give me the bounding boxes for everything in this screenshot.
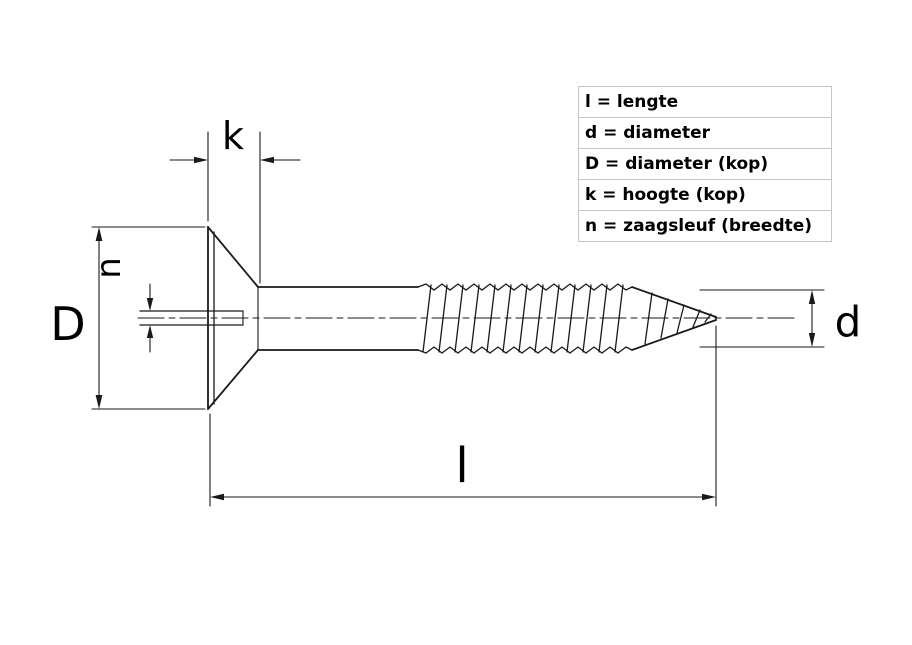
label-D: D xyxy=(50,297,85,351)
label-l: l xyxy=(455,438,468,494)
label-n: n xyxy=(89,257,129,279)
legend-row-diameter-kop: D = diameter (kop) xyxy=(579,149,831,180)
dimension-d: d xyxy=(699,289,862,348)
screw-slot xyxy=(139,310,244,326)
screw-thread xyxy=(417,283,633,354)
screw-head xyxy=(207,226,259,410)
legend-table: l = lengte d = diameter D = diameter (ko… xyxy=(578,86,832,242)
dimension-n: n xyxy=(89,257,154,353)
legend-row-diameter: d = diameter xyxy=(579,118,831,149)
screw-shank xyxy=(257,286,419,351)
screw-tip xyxy=(631,286,717,351)
legend-row-lengte: l = lengte xyxy=(579,87,831,118)
dimension-D: D xyxy=(50,226,206,410)
legend-row-hoogte-kop: k = hoogte (kop) xyxy=(579,180,831,211)
label-d: d xyxy=(835,298,862,347)
label-k: k xyxy=(222,114,244,158)
dimension-l: l xyxy=(209,325,717,507)
dimension-k: k xyxy=(169,114,301,284)
legend-row-zaagsleuf: n = zaagsleuf (breedte) xyxy=(585,216,813,236)
